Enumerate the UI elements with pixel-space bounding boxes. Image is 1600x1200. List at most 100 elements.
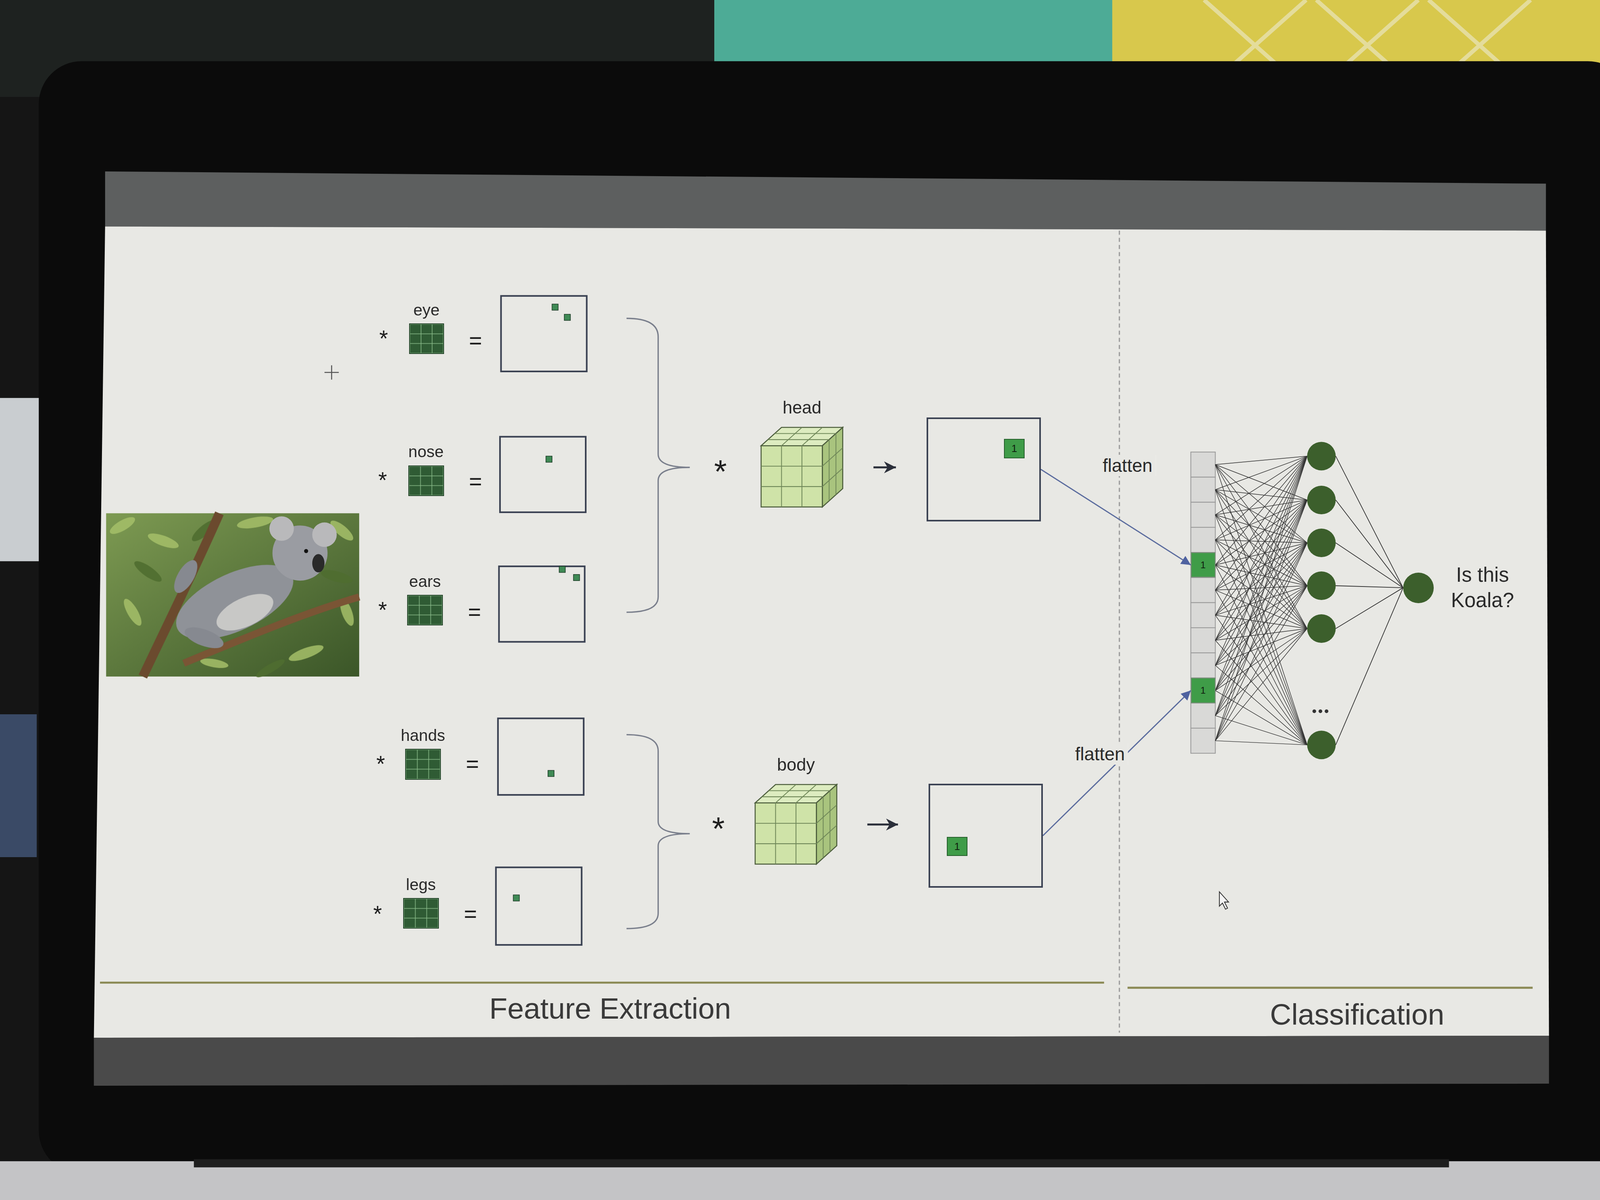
section-rule (100, 981, 1104, 984)
weight-line (1335, 587, 1404, 629)
hidden-neuron (1307, 571, 1336, 600)
network (1190, 441, 1404, 760)
node-label: nose (408, 442, 444, 461)
weight-line (1215, 628, 1308, 666)
vector-slot (1190, 677, 1216, 703)
weight-line (1215, 464, 1308, 745)
weight-line (1215, 628, 1308, 691)
weight-line (1215, 455, 1308, 666)
weight-line (1215, 585, 1308, 741)
label-holder: body (776, 755, 815, 775)
label-holder: head (782, 398, 822, 418)
connector-arrow (873, 466, 897, 469)
label-holder: legs (405, 875, 436, 894)
feature-map (496, 296, 587, 945)
filter-kernel: nose (408, 465, 445, 497)
feature-dot (513, 303, 580, 901)
weight-line (1215, 715, 1308, 745)
weight-line (1215, 585, 1308, 616)
hidden-neuron (1307, 730, 1336, 760)
node-label: head (782, 398, 822, 418)
node-label: body (776, 755, 815, 775)
weight-line (1215, 542, 1308, 666)
crosshair (324, 365, 339, 380)
vector-slot (1190, 728, 1216, 754)
cell-value: 1 (1011, 443, 1018, 454)
operator-symbol: = (463, 903, 477, 926)
vector-slot (1190, 602, 1216, 628)
vector-slot (1190, 703, 1216, 729)
hidden-neuron (1307, 485, 1336, 515)
vector-slot (1190, 451, 1216, 477)
edge-label: flatten (1071, 743, 1128, 765)
label-holder: Is this Koala? (1444, 562, 1521, 614)
connector-arrow (867, 823, 899, 826)
mouse-cursor (1219, 891, 1229, 910)
operator-symbol: = (469, 470, 483, 493)
vector-cell: 1 (1190, 552, 1216, 578)
operator-symbol: * (379, 327, 389, 350)
desk-object (0, 398, 41, 562)
cube-shape (761, 427, 843, 508)
node-label: ears (409, 572, 441, 591)
weight-line (1215, 542, 1308, 716)
cell-value: 1 (1200, 685, 1206, 696)
operator-symbol: = (467, 601, 481, 624)
section-caption: Classification (1269, 999, 1445, 1030)
weight-line (1215, 455, 1308, 741)
weight-line (1335, 585, 1404, 588)
cell-value: 1 (1200, 560, 1206, 570)
weight-line (1215, 500, 1308, 691)
weight-line (1215, 455, 1308, 716)
node-label: legs (405, 875, 436, 894)
filter-kernel: eye (409, 323, 444, 354)
vector-slot (1190, 502, 1216, 528)
vector-slot (1190, 577, 1216, 603)
output-neuron: Is this Koala? (1403, 572, 1434, 604)
connector-arrow (1040, 469, 1191, 566)
hidden-neuron (1307, 528, 1336, 558)
vector-slot (1190, 652, 1216, 678)
connector-arrow (1042, 690, 1191, 836)
filter-cube: body (755, 784, 837, 865)
weight-line (1335, 455, 1404, 588)
cell-value: 1 (954, 841, 960, 852)
hidden-neuron (1307, 441, 1336, 471)
weight-line (1215, 500, 1308, 541)
weight-line (1215, 542, 1308, 741)
weight-line (1215, 500, 1308, 666)
vector-slot (1190, 476, 1216, 502)
operator-symbol: * (373, 903, 382, 926)
weight-line (1215, 585, 1308, 691)
weight-line (1215, 585, 1308, 641)
section-caption: Feature Extraction (489, 993, 731, 1024)
slide-bottom-band (94, 1035, 1550, 1086)
weight-line (1215, 585, 1308, 716)
weight-line (1215, 540, 1308, 629)
feature-map-box: 1 (926, 417, 1041, 522)
filter-kernel: hands (405, 748, 441, 780)
output-cell: 1 (1003, 438, 1025, 459)
weight-line (1215, 455, 1308, 490)
vector-cell: 1 (1190, 677, 1216, 703)
weight-line (1335, 542, 1404, 588)
filter-kernel: ears (407, 594, 443, 626)
weight-line (1335, 587, 1404, 745)
ellipsis-dot (1312, 709, 1316, 714)
node-label: eye (413, 301, 440, 320)
slide-ground (94, 226, 1550, 1038)
vector-slot (1190, 527, 1216, 553)
node-label: hands (400, 726, 446, 745)
filter-cube: head (761, 427, 843, 508)
operator-symbol: * (713, 455, 727, 488)
weight-line (1215, 514, 1308, 745)
feature-map-box: 1 (928, 783, 1043, 888)
output-question: Is this Koala? (1444, 562, 1521, 614)
operator-symbol: = (469, 329, 483, 353)
label-holder: hands (400, 726, 446, 745)
section-divider (1118, 230, 1120, 1033)
weight-line (1215, 455, 1308, 641)
weight-line (1215, 455, 1308, 465)
vector-slot (1190, 552, 1216, 578)
